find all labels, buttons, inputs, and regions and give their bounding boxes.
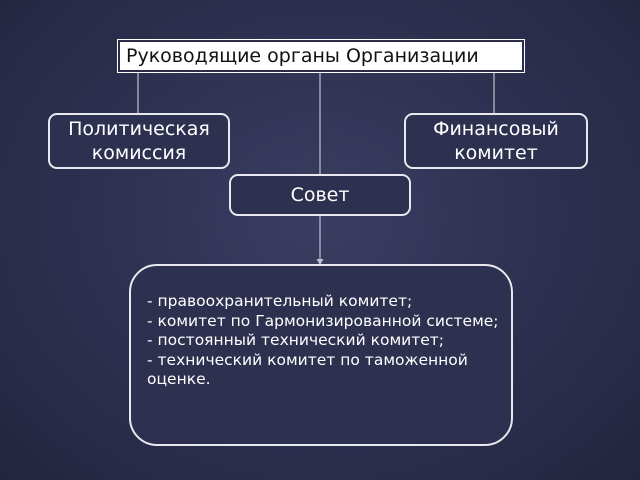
diagram-title-box: Руководящие органы Организации (117, 39, 525, 73)
financial-committee-label: Финансовый комитет (433, 118, 559, 164)
committees-list: - правоохранительный комитет; - комитет … (147, 292, 501, 390)
political-commission-box: Политическая комиссия (48, 113, 230, 169)
list-item: - правоохранительный комитет; (147, 292, 413, 310)
list-item: - постоянный технический комитет; (147, 331, 445, 349)
council-label: Совет (290, 184, 350, 206)
list-item: - технический комитет по таможенной оцен… (147, 350, 468, 389)
diagram-title: Руководящие органы Организации (126, 45, 479, 67)
financial-committee-box: Финансовый комитет (404, 113, 588, 169)
council-box: Совет (229, 174, 411, 216)
list-item: - комитет по Гармонизированной системе; (147, 311, 499, 330)
committees-list-box: - правоохранительный комитет; - комитет … (129, 264, 513, 446)
connector-arrowhead (316, 259, 324, 265)
political-commission-label: Политическая комиссия (68, 118, 210, 164)
